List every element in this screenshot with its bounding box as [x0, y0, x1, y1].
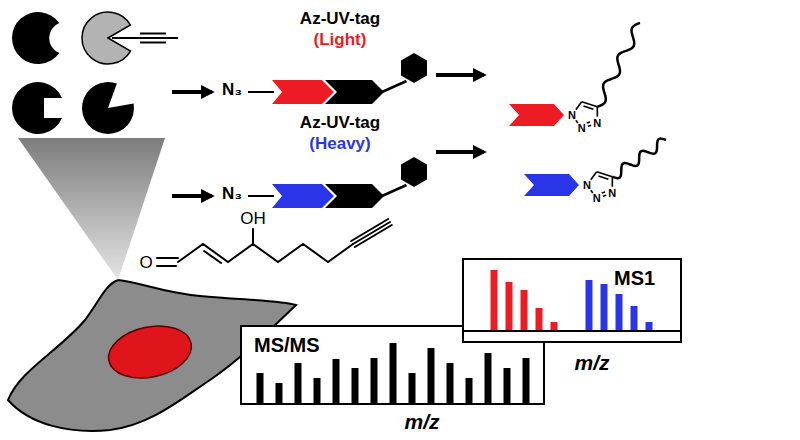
isotope-chevron: [509, 104, 564, 126]
spectrum-peak: [295, 363, 302, 403]
spectrum-peak: [352, 368, 359, 403]
node-figure: [488, 138, 678, 218]
ring-atom: N: [608, 188, 616, 199]
spectrum-peak: [586, 280, 593, 330]
spectrum-peak: [536, 308, 543, 330]
triazole-bond: [591, 172, 597, 180]
spectrum-peak: [523, 358, 530, 403]
tag-linker: [382, 185, 407, 196]
labeled-peptide-heavy: NNN: [488, 138, 678, 218]
protein-chain: [612, 139, 666, 179]
atom-label: O: [139, 254, 152, 271]
spectrum-peak: [257, 373, 264, 403]
spectrum-baseline: [464, 330, 680, 332]
triazole-bond: [602, 192, 605, 193]
tag-linker: [248, 195, 274, 197]
affinity-group: [401, 157, 427, 187]
spectrum-peak: [521, 290, 528, 330]
isotope-chevron: [524, 174, 579, 196]
protein-shape: [12, 12, 59, 64]
isotope-chevron: [272, 184, 334, 208]
triazole-bond: [598, 176, 608, 179]
alkyne-probe: [112, 37, 178, 39]
isotope-chevron: [272, 80, 334, 104]
triazole-bond: [603, 195, 606, 196]
spectrum-peak: [314, 378, 321, 403]
ring-atom: N: [593, 193, 601, 204]
nucleus: [104, 319, 197, 385]
ring-atom: N: [583, 180, 591, 191]
spectrum-peak: [601, 284, 608, 330]
affinity-group: [401, 53, 427, 83]
node-text: N₃: [222, 81, 242, 98]
alkyne-bond: [140, 42, 166, 44]
spectrum-peak: [466, 378, 473, 403]
node-text: (Light): [314, 31, 367, 48]
spectrum-peak: [428, 348, 435, 403]
cleavable-linker: [325, 184, 384, 208]
spectrum-peak: [409, 373, 416, 403]
ms1-spectrum: MS1m/z: [462, 258, 682, 343]
node-text: MS1: [614, 268, 655, 288]
spectrum-peak: [616, 294, 623, 330]
triazole-bond: [588, 125, 591, 126]
atom-label: OH: [240, 210, 266, 227]
reaction-arrow: [436, 73, 484, 77]
node-text: Az-UV-tag: [300, 114, 380, 131]
triazole-bond: [587, 122, 590, 123]
reaction-arrow: [172, 194, 212, 198]
protein-shape: [12, 82, 62, 134]
triazole-bond: [583, 106, 593, 109]
cleavable-linker: [325, 80, 384, 104]
spectrum-peak: [333, 359, 340, 403]
triazole-bond: [576, 102, 582, 110]
spectrum-peak: [447, 363, 454, 403]
spectrum-peak: [551, 322, 558, 330]
protein-chain: [597, 23, 640, 107]
node-text: Az-UV-tag: [300, 10, 380, 27]
spectrum-peak: [371, 358, 378, 403]
reaction-arrow: [172, 90, 212, 94]
ring-atom: N: [568, 110, 576, 121]
zoom-cone: [18, 138, 165, 280]
node-text: MS/MS: [254, 335, 320, 355]
axis-label: m/z: [404, 411, 439, 432]
node-text: N₃: [222, 185, 242, 202]
tag-light: Az-UV-tag (Light) N₃: [222, 8, 432, 106]
ring-atom: N: [578, 123, 586, 134]
spectrum-peak: [506, 282, 513, 330]
spectrum-peak: [276, 383, 283, 403]
spectrum-peak: [504, 368, 511, 403]
triazole-bond: [597, 107, 599, 117]
node-text: (Heavy): [309, 135, 370, 152]
spectrum-peak: [390, 343, 397, 403]
triazole-bond: [576, 120, 578, 123]
molecule-bonds: [157, 219, 392, 266]
tag-linker: [382, 81, 407, 92]
triazole-bond: [591, 190, 593, 193]
alkyne-bond: [140, 33, 166, 35]
spectrum-peak: [491, 270, 498, 330]
protein-shape: [82, 82, 134, 134]
tag-heavy: Az-UV-tag (Heavy) N₃: [222, 112, 432, 207]
spectrum-peak: [646, 322, 653, 330]
spectrum-peak: [631, 306, 638, 330]
labeled-peptide-light: NNN: [488, 15, 658, 138]
reaction-arrow: [436, 150, 484, 154]
spectrum-peak: [485, 353, 492, 403]
axis-label: m/z: [574, 352, 609, 373]
tag-linker: [248, 91, 274, 93]
ring-atom: N: [593, 118, 601, 129]
